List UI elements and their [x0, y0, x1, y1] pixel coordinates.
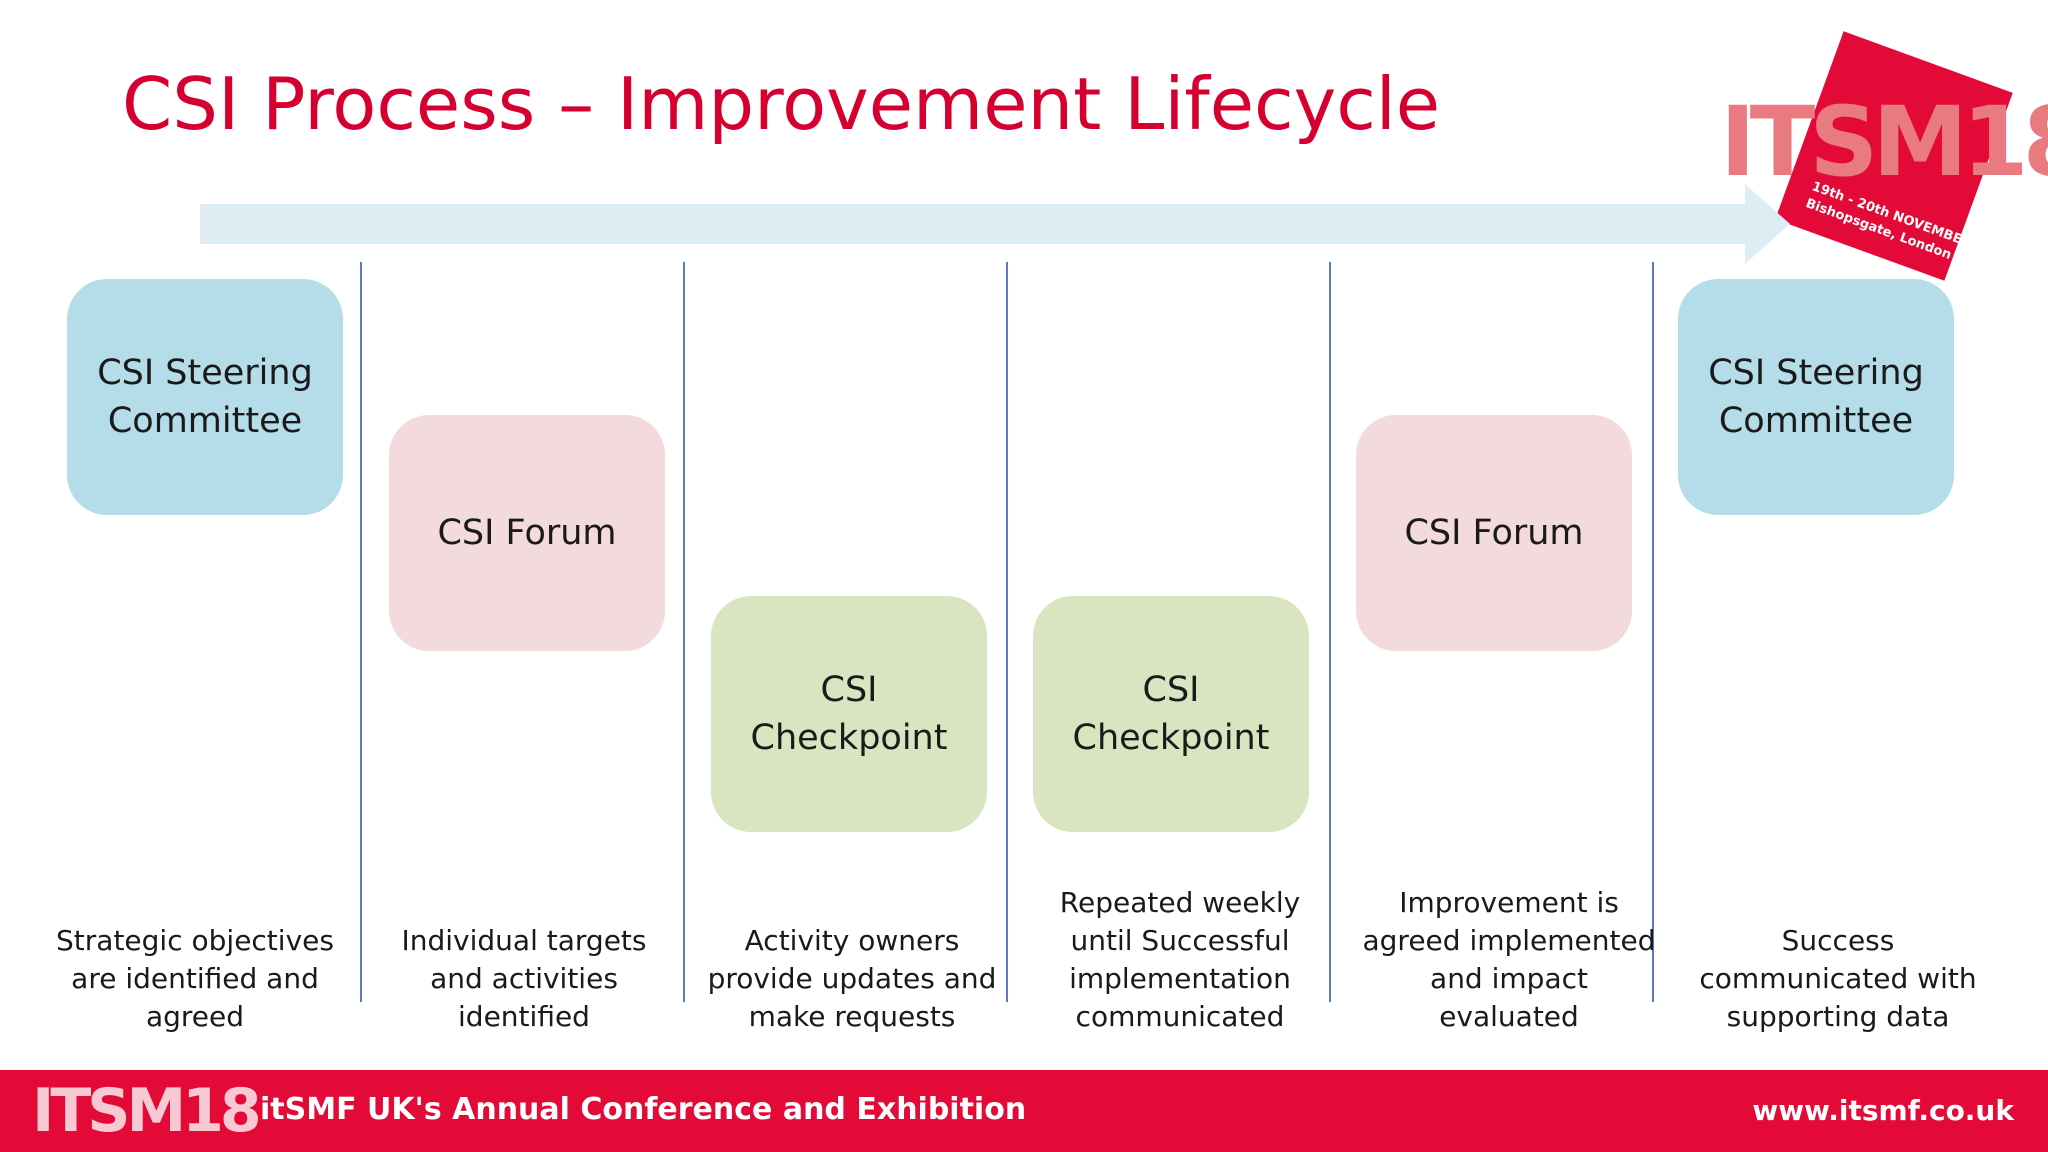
stage-description: Improvement is agreed implemented and im…: [1358, 846, 1660, 1036]
stage-divider: [1652, 262, 1654, 1002]
stage-description-text: Activity owners provide updates and make…: [707, 924, 997, 1033]
stage-description: Activity owners provide updates and make…: [706, 846, 998, 1036]
footer-url-link[interactable]: www.itsmf.co.uk: [1752, 1094, 2014, 1127]
stage-description-text: Improvement is agreed implemented and im…: [1362, 886, 1656, 1033]
stage-divider: [683, 262, 685, 1002]
stage-box-csi-checkpoint: CSI Checkpoint: [1033, 596, 1309, 832]
stage-label: CSI Forum: [437, 513, 617, 553]
stage-description-text: Strategic objectives are identified and …: [56, 924, 334, 1033]
stage-description: Success communicated with supporting dat…: [1690, 846, 1986, 1036]
stage-description: Repeated weekly until Successful impleme…: [1030, 846, 1330, 1036]
footer-logo: ITSM18: [32, 1076, 262, 1146]
stage-label: CSI Steering Committee: [1708, 353, 1924, 441]
stage-box-steering-committee: CSI Steering Committee: [67, 279, 343, 515]
stage-box-steering-committee: CSI Steering Committee: [1678, 279, 1954, 515]
footer-bar: ITSM18 itSMF UK's Annual Conference and …: [0, 1070, 2048, 1152]
stage-divider: [1006, 262, 1008, 1002]
logo-text: ITSM18: [1720, 86, 2048, 198]
stage-box-csi-checkpoint: CSI Checkpoint: [711, 596, 987, 832]
stage-description: Individual targets and activities identi…: [374, 846, 674, 1036]
itsm18-logo: ITSM18 19th - 20th NOVEMBER Bishopsgate,…: [1720, 31, 2048, 296]
footer-tagline: itSMF UK's Annual Conference and Exhibit…: [260, 1092, 1027, 1127]
stage-description: Strategic objectives are identified and …: [46, 846, 344, 1036]
stage-divider: [1329, 262, 1331, 1002]
page-title: CSI Process – Improvement Lifecycle: [122, 62, 1441, 146]
stage-description-text: Repeated weekly until Successful impleme…: [1059, 886, 1301, 1033]
stage-label: CSI Checkpoint: [1072, 670, 1270, 758]
stage-box-csi-forum: CSI Forum: [1356, 415, 1632, 651]
stage-box-csi-forum: CSI Forum: [389, 415, 665, 651]
timeline-arrow: [200, 184, 1790, 264]
stage-divider: [360, 262, 362, 1002]
stage-label: CSI Steering Committee: [97, 353, 313, 441]
stage-description-text: Success communicated with supporting dat…: [1699, 924, 1977, 1033]
stage-label: CSI Forum: [1404, 513, 1584, 553]
timeline-arrow-shape: [200, 184, 1790, 264]
stage-label: CSI Checkpoint: [750, 670, 948, 758]
stage-description-text: Individual targets and activities identi…: [401, 924, 647, 1033]
